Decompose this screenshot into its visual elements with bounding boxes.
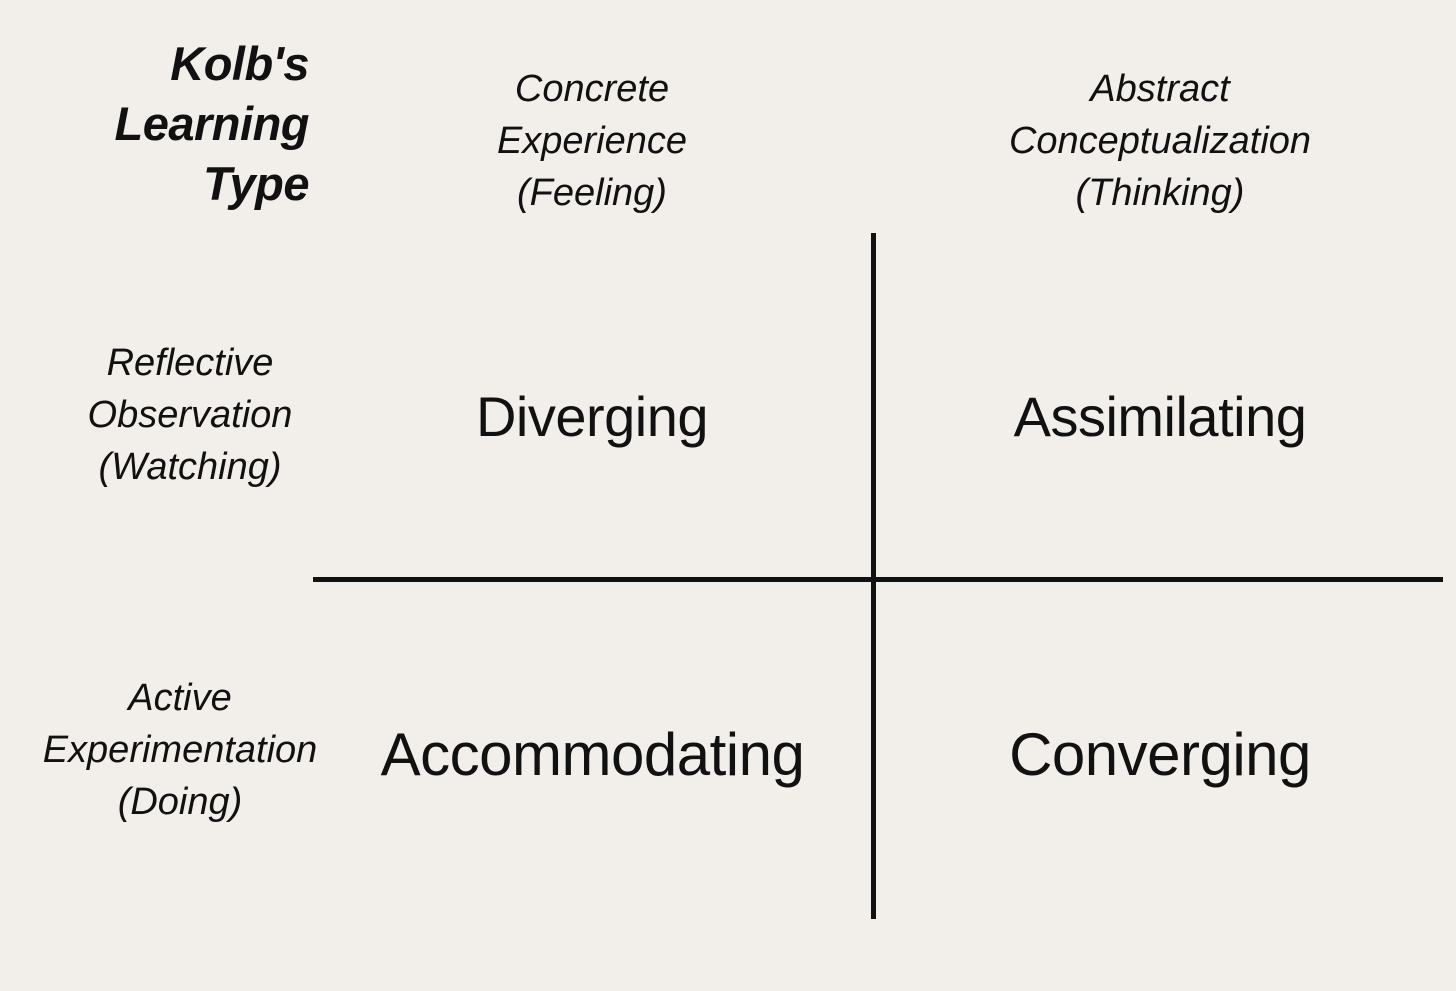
quadrant-label-diverging: Diverging xyxy=(475,385,709,448)
column-header-abstract-conceptualization: Abstract Conceptualization (Thinking) xyxy=(1008,68,1312,214)
quadrant-label-converging: Converging xyxy=(1009,721,1311,788)
quadrant-label-accommodating: Accommodating xyxy=(380,721,805,788)
row-header-reflective-observation: Reflective Observation (Watching) xyxy=(87,342,293,488)
vertical-divider-line xyxy=(871,233,876,919)
row-header-active-experimentation: Active Experimentation (Doing) xyxy=(42,677,318,823)
page-title: Kolb's Learning Type xyxy=(114,37,310,210)
column-header-concrete-experience: Concrete Experience (Feeling) xyxy=(496,68,688,214)
horizontal-divider-line xyxy=(313,577,1443,582)
quadrant-label-assimilating: Assimilating xyxy=(1013,385,1307,448)
